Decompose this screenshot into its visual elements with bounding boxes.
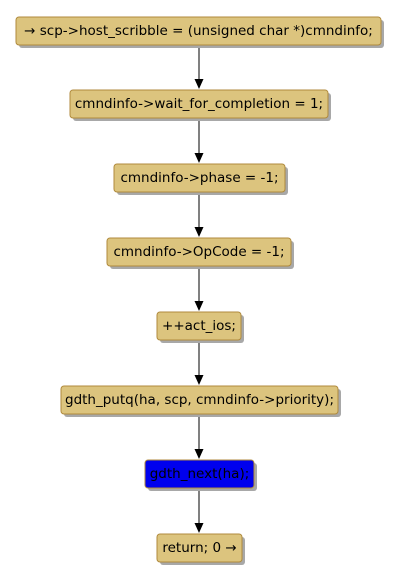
node-label: → scp->host_scribble = (unsigned char *)… [24, 23, 373, 39]
edges-layer [194, 45, 204, 533]
node-box-highlighted [144, 459, 255, 489]
node-label: ++act_ios; [162, 318, 236, 334]
arrow-head-icon [194, 153, 204, 163]
flow-node: → scp->host_scribble = (unsigned char *)… [15, 16, 384, 48]
arrow-head-icon [194, 375, 204, 385]
flow-edge [194, 192, 204, 237]
flow-node: cmndinfo->wait_for_completion = 1; [69, 89, 331, 121]
flow-node: cmndinfo->phase = -1; [113, 163, 288, 195]
flow-node: ++act_ios; [156, 311, 244, 343]
node-box [15, 16, 382, 46]
node-label: gdth_putq(ha, scp, cmndinfo->priority); [65, 392, 334, 408]
node-box [60, 385, 339, 415]
flow-node: gdth_next(ha); [144, 459, 257, 491]
flow-node: cmndinfo->OpCode = -1; [106, 237, 294, 269]
flow-edge [194, 45, 204, 89]
arrow-head-icon [194, 523, 204, 533]
node-box [106, 237, 292, 267]
flow-edge [194, 488, 204, 533]
flow-edge [194, 340, 204, 385]
node-box [156, 533, 243, 563]
node-label: gdth_next(ha); [150, 466, 250, 482]
node-label: cmndinfo->phase = -1; [120, 170, 278, 186]
nodes-layer: → scp->host_scribble = (unsigned char *)… [15, 16, 384, 565]
flow-node: return; 0 → [156, 533, 245, 565]
node-label: cmndinfo->wait_for_completion = 1; [75, 96, 323, 112]
flow-edge [194, 118, 204, 163]
arrow-head-icon [194, 301, 204, 311]
node-box [156, 311, 242, 341]
arrow-head-icon [194, 227, 204, 237]
node-box [113, 163, 286, 193]
arrow-head-icon [194, 449, 204, 459]
flow-edge [194, 414, 204, 459]
node-label: return; 0 → [162, 540, 236, 556]
node-box [69, 89, 329, 119]
flow-edge [194, 266, 204, 311]
node-label: cmndinfo->OpCode = -1; [113, 244, 284, 260]
flow-node: gdth_putq(ha, scp, cmndinfo->priority); [60, 385, 341, 417]
arrow-head-icon [194, 79, 204, 89]
